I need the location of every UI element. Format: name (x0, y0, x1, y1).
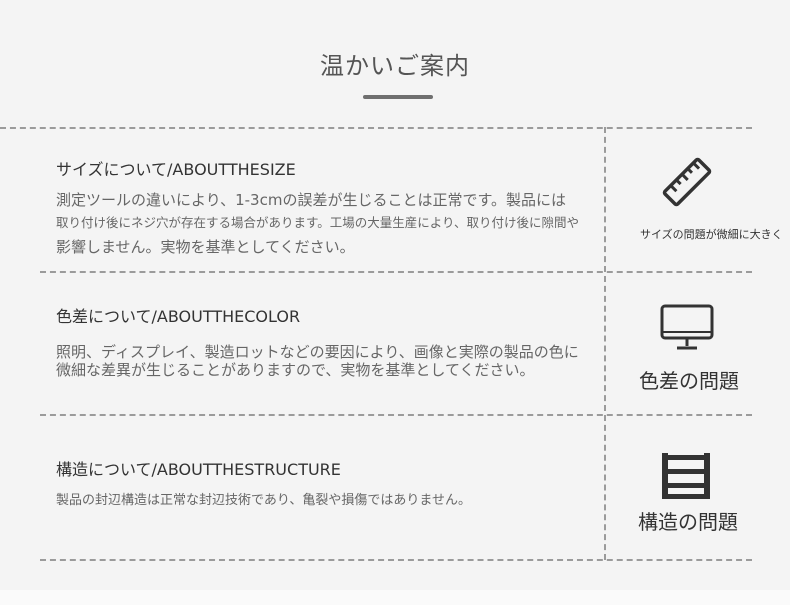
section-structure-heading: 構造について/ABOUTTHESTRUCTURE (56, 460, 341, 479)
section-size-line-3: 影響しません。実物を基準としてください。 (56, 238, 355, 256)
divider-2 (40, 414, 752, 416)
title-underline (363, 95, 433, 99)
page-bottom-band (0, 590, 790, 605)
monitor-icon (660, 304, 714, 350)
section-size-line-2: 取り付け後にネジ穴が存在する場合があります。工場の大量生産により、取り付け後に隙… (56, 215, 580, 230)
section-size-heading: サイズについて/ABOUTTHESIZE (56, 160, 296, 179)
page-title: 温かいご案内 (320, 52, 470, 80)
color-caption: 色差の問題 (639, 369, 739, 393)
divider-vertical (604, 127, 606, 560)
size-caption: サイズの問題が微細に大きく (640, 228, 783, 241)
section-color-heading: 色差について/ABOUTTHECOLOR (56, 307, 301, 326)
section-structure-line-1: 製品の封辺構造は正常な封辺技術であり、亀裂や損傷ではありません。 (56, 493, 471, 508)
section-color-line-1: 照明、ディスプレイ、製造ロットなどの要因により、画像と実際の製品の色に (56, 343, 579, 361)
structure-caption: 構造の問題 (638, 510, 738, 534)
section-size-line-1: 測定ツールの違いにより、1-3cmの誤差が生じることは正常です。製品には (56, 191, 566, 209)
divider-bottom (40, 559, 752, 561)
divider-top (0, 127, 752, 129)
divider-1 (40, 271, 752, 273)
ruler-icon (662, 157, 712, 207)
section-color-line-2: 微細な差異が生じることがありますので、実物を基準としてください。 (56, 361, 535, 379)
ladder-icon (662, 453, 710, 499)
